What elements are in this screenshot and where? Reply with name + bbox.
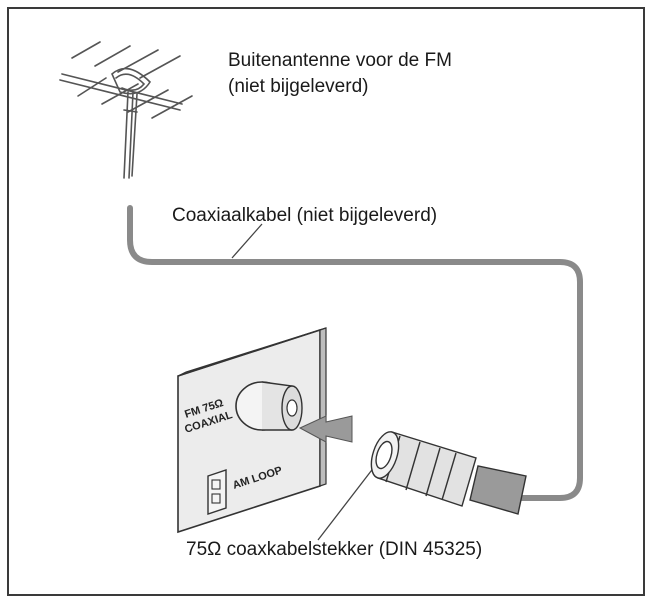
insert-arrow-icon (298, 415, 353, 443)
antenna-label-line2: (niet bijgeleverd) (228, 76, 369, 97)
connector-leader-line (317, 461, 379, 541)
am-loop-terminal-icon (207, 469, 227, 515)
coax-plug-icon (370, 431, 527, 515)
fm-antenna-icon (59, 41, 193, 179)
fm-socket-icon (235, 381, 303, 431)
cable-leader-line (231, 223, 263, 259)
coaxial-cable (127, 205, 583, 501)
cable-label: Coaxiaalkabel (niet bijgeleverd) (172, 205, 438, 226)
antenna-label-line1: Buitenantenne voor de FM (228, 50, 452, 71)
rear-panel: FM 75Ω COAXIAL AM LOOP (177, 327, 327, 534)
connector-label: 75Ω coaxkabelstekker (DIN 45325) (186, 539, 483, 560)
